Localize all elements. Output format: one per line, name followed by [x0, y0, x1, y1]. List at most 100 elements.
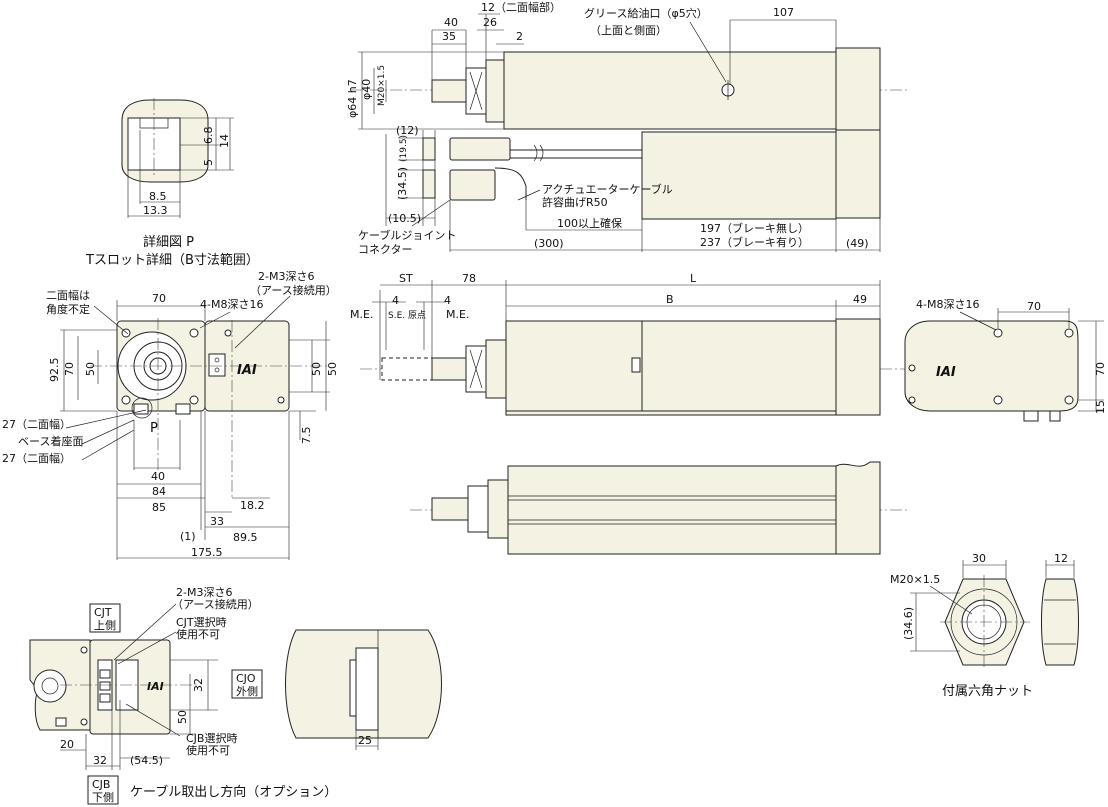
label-cjb-note-1: CJB選択時	[186, 731, 237, 745]
label-cable-bend: 許容曲げR50	[542, 195, 608, 209]
dim-18-2: 18.2	[240, 499, 265, 512]
dim-78: 78	[462, 272, 476, 285]
dim-70-right: 70	[1027, 300, 1041, 313]
logo-front: IAI	[237, 363, 257, 378]
right-end-view	[904, 308, 1104, 422]
label-m3-depth-2: 2-M3深さ6	[176, 586, 232, 599]
dim-40-h: 40	[151, 470, 165, 483]
top-side-view	[350, 13, 910, 252]
dim-32-v: 32	[192, 678, 205, 692]
dim-m20-vertical: M20×1.5	[377, 65, 387, 106]
cable-direction-text: CJT 上側 2-M3深さ6 （アース接続用） CJT選択時 使用不可 CJO …	[60, 586, 372, 805]
top-dim-text: 40 26 35 2 12（二面幅部） 107 グリース給油口（φ5穴） （上面…	[346, 0, 869, 256]
hex-nut-view	[910, 560, 1079, 670]
label-grease-port: グリース給油口（φ5穴）	[584, 6, 708, 20]
dim-35: 35	[442, 30, 456, 43]
label-origin: 原点	[408, 310, 426, 321]
dim-5: 5	[202, 159, 215, 166]
label-with-brake: 237（ブレーキ有り）	[700, 235, 809, 249]
middle-side-text: ST 78 L B 49 4 4 M.E. S.E. 原点 M.E.	[350, 272, 867, 321]
cable-direction-title: ケーブル取出し方向（オプション）	[130, 784, 337, 800]
detail-p-view	[121, 98, 234, 218]
dim-10-5: (10.5)	[388, 212, 421, 225]
dim-19-5: (19.5)	[399, 135, 409, 162]
dim-b: B	[666, 293, 674, 306]
dim-st: ST	[399, 272, 413, 285]
label-no-brake: 197（ブレーキ無し）	[700, 221, 809, 235]
dim-1: (1)	[180, 530, 196, 543]
label-cjt-2: 上側	[94, 619, 116, 632]
label-secure-100: 100以上確保	[557, 216, 622, 230]
front-view	[60, 295, 330, 560]
dim-54-5: (54.5)	[130, 754, 163, 767]
label-two-face-undet-2: 角度不定	[46, 302, 90, 316]
dim-50-right-outer: 50	[326, 362, 339, 376]
dim-50-c: 50	[176, 710, 189, 724]
dim-175-5: 175.5	[191, 546, 223, 559]
label-cjb-1: CJB	[92, 778, 110, 791]
dim-70-top: 70	[152, 292, 166, 305]
label-cjb-2: 下側	[92, 791, 114, 804]
logo-right: IAI	[936, 365, 956, 380]
detail-p-text: 6.8 5 14 8.5 13.3 詳細図 P Tスロット詳細（B寸法範囲）	[85, 127, 259, 269]
label-connector: コネクター	[358, 243, 413, 256]
label-two-face-27a: 27（二面幅）	[2, 418, 71, 431]
dim-25: 25	[358, 734, 372, 747]
dim-15: 15	[1094, 400, 1107, 414]
dim-13-3: 13.3	[143, 204, 168, 217]
label-actuator-cable: アクチュエーターケーブル	[542, 182, 673, 196]
dim-50-v: 50	[84, 362, 97, 376]
dim-89-5: 89.5	[233, 531, 258, 544]
dim-26: 26	[483, 16, 497, 29]
label-earth-conn-2: （アース接続用）	[172, 597, 259, 611]
dim-34-6: (34.6)	[902, 607, 915, 640]
dim-12: 12	[1054, 552, 1068, 565]
label-cjb-note-2: 使用不可	[186, 744, 230, 757]
label-m3-depth: 2-M3深さ6	[258, 270, 314, 283]
cable-direction-view	[29, 603, 442, 770]
dim-49: 49	[853, 293, 867, 306]
label-two-face-27b: 27（二面幅）	[2, 452, 71, 465]
dim-70-v: 70	[63, 362, 76, 376]
label-me-1: M.E.	[350, 308, 373, 321]
dim-33: 33	[210, 515, 224, 528]
hex-nut-text: 30 12 M20×1.5 (34.6) 付属六角ナット	[890, 552, 1068, 699]
dim-2: 2	[516, 30, 523, 43]
detail-p-title: 詳細図 P	[143, 234, 194, 250]
label-cable-joint: ケーブルジョイント	[358, 228, 456, 242]
label-m20: M20×1.5	[890, 573, 940, 586]
dim-4a: 4	[392, 294, 399, 307]
dim-12p: (12)	[396, 124, 419, 137]
label-cjt-1: CJT	[94, 606, 112, 619]
dim-phi40: φ40	[360, 79, 373, 100]
logo-cable: IAI	[147, 680, 164, 693]
dim-8-5: 8.5	[149, 190, 167, 203]
label-cjt-note-1: CJT選択時	[176, 615, 227, 629]
label-cjo-2: 外側	[236, 685, 258, 698]
dim-14: 14	[218, 134, 231, 148]
dim-phi64: φ64 h7	[346, 79, 359, 118]
label-grease-port-sub: （上面と側面）	[590, 24, 667, 37]
dim-50-right: 50	[310, 362, 323, 376]
label-m8-depth: 4-M8深さ16	[200, 298, 263, 311]
dim-300: (300)	[534, 237, 564, 250]
detail-p-subtitle: Tスロット詳細（B寸法範囲）	[85, 252, 259, 268]
front-view-text: 70 二面幅は 角度不定 4-M8深さ16 2-M3深さ6 （アース接続用） 9…	[2, 270, 339, 559]
middle-side-view	[360, 280, 910, 416]
dim-84: 84	[152, 485, 166, 498]
dim-40: 40	[444, 16, 458, 29]
label-se: S.E.	[388, 311, 405, 321]
label-me-2: M.E.	[446, 308, 469, 321]
dim-6-8: 6.8	[202, 127, 215, 145]
label-base-seat: ベース着座面	[18, 434, 83, 448]
dim-49p: (49)	[846, 237, 869, 250]
label-two-face-part: 12（二面幅部）	[481, 0, 561, 14]
label-cjt-note-2: 使用不可	[176, 628, 220, 641]
dim-20: 20	[60, 738, 74, 751]
p-mark: P	[150, 421, 158, 436]
label-cjo-1: CJO	[236, 672, 256, 685]
dim-92-5: 92.5	[48, 358, 61, 383]
label-m8-depth-right: 4-M8深さ16	[916, 298, 979, 311]
dim-30: 30	[972, 552, 986, 565]
